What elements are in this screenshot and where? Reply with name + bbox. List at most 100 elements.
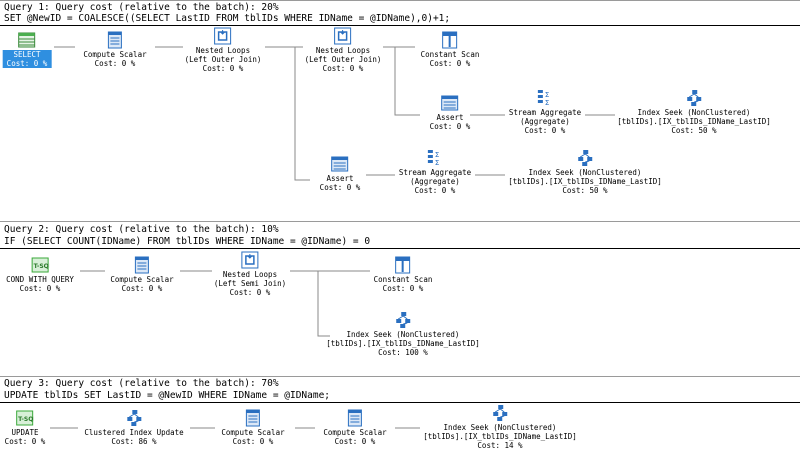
op-subtitle: [tblIDs].[IX_tblIDs_IDName_LastID]: [423, 432, 577, 441]
constant-scan-icon: [394, 256, 412, 274]
op-cost: Cost: 0 %: [229, 288, 271, 297]
op-cost: Cost: 0 %: [232, 437, 274, 446]
op-cost: Cost: 0 %: [6, 59, 48, 68]
op-constant-scan[interactable]: Constant Scan Cost: 0 %: [421, 31, 480, 68]
clustered-index-update-icon: [125, 409, 143, 427]
op-cost: Cost: 0 %: [334, 437, 376, 446]
op-cost: Cost: 0 %: [429, 59, 471, 68]
query-3-sql: UPDATE tblIDs SET LastID = @NewID WHERE …: [4, 390, 331, 401]
op-cost: Cost: 0 %: [94, 59, 136, 68]
op-cond-with-query[interactable]: COND WITH QUERY Cost: 0 %: [6, 256, 74, 293]
query-2-header: Query 2: Query cost (relative to the bat…: [4, 224, 279, 235]
query-1-top-border: [0, 0, 800, 1]
op-label: Assert Cost: 0 %: [320, 174, 361, 192]
select-table-icon: [18, 31, 36, 49]
op-name: Nested Loops: [315, 46, 371, 55]
op-label: Compute Scalar Cost: 0 %: [83, 50, 146, 68]
op-label: Nested Loops (Left Outer Join) Cost: 0 %: [185, 46, 262, 73]
op-label: COND WITH QUERY Cost: 0 %: [6, 275, 74, 293]
tsql-cond-icon: [31, 256, 49, 274]
op-cost: Cost: 0 %: [429, 122, 471, 131]
op-name: Nested Loops: [195, 46, 251, 55]
op-subtitle: (Left Semi Join): [213, 279, 287, 288]
compute-scalar-icon: [244, 409, 262, 427]
compute-scalar-icon: [346, 409, 364, 427]
op-update[interactable]: UPDATE Cost: 0 %: [5, 409, 45, 446]
op-label: Compute Scalar Cost: 0 %: [323, 428, 386, 446]
op-name: Nested Loops: [222, 270, 278, 279]
assert-icon: [441, 94, 459, 112]
stream-aggregate-icon: [536, 89, 554, 107]
op-label: Index Seek (NonClustered) [tblIDs].[IX_t…: [423, 423, 577, 450]
op-index-seek-1[interactable]: Index Seek (NonClustered) [tblIDs].[IX_t…: [617, 89, 771, 135]
op-index-seek-2[interactable]: Index Seek (NonClustered) [tblIDs].[IX_t…: [508, 149, 662, 195]
op-subtitle: (Left Outer Join): [304, 55, 382, 64]
query-2-sql: IF (SELECT COUNT(IDName) FROM tblIDs WHE…: [4, 236, 371, 247]
stream-aggregate-icon: [426, 149, 444, 167]
op-cost: Cost: 0 %: [322, 64, 364, 73]
op-label: Index Seek (NonClustered) [tblIDs].[IX_t…: [326, 330, 480, 357]
op-subtitle: (Aggregate): [410, 177, 460, 186]
op-label: Compute Scalar Cost: 0 %: [110, 275, 173, 293]
op-label: Nested Loops (Left Outer Join) Cost: 0 %: [305, 46, 382, 73]
op-cost: Cost: 0 %: [202, 64, 244, 73]
op-name: Constant Scan: [373, 275, 433, 284]
op-cost: Cost: 100 %: [378, 348, 428, 357]
op-index-seek[interactable]: Index Seek (NonClustered) [tblIDs].[IX_t…: [326, 311, 480, 357]
op-name: Compute Scalar: [323, 428, 387, 437]
op-subtitle: [tblIDs].[IX_tblIDs_IDName_LastID]: [617, 117, 771, 126]
op-compute-scalar[interactable]: Compute Scalar Cost: 0 %: [110, 256, 174, 293]
op-name: Stream Aggregate: [508, 108, 582, 117]
op-cost: Cost: 0 %: [414, 186, 456, 195]
op-compute-scalar-1[interactable]: Compute Scalar Cost: 0 %: [221, 409, 285, 446]
query-1-sql: SET @NewID = COALESCE((SELECT LastID FRO…: [4, 13, 451, 24]
op-nested-loops[interactable]: Nested Loops (Left Semi Join) Cost: 0 %: [214, 251, 286, 297]
op-name: Stream Aggregate: [398, 168, 472, 177]
op-nested-loops-2[interactable]: Nested Loops (Left Outer Join) Cost: 0 %: [305, 27, 382, 73]
op-clustered-index-update[interactable]: Clustered Index Update Cost: 86 %: [84, 409, 184, 446]
op-stream-aggregate-1[interactable]: Stream Aggregate (Aggregate) Cost: 0 %: [509, 89, 581, 135]
op-cost: Cost: 0 %: [19, 284, 61, 293]
assert-icon: [331, 155, 349, 173]
op-index-seek[interactable]: Index Seek (NonClustered) [tblIDs].[IX_t…: [423, 404, 577, 450]
query-3-header: Query 3: Query cost (relative to the bat…: [4, 378, 279, 389]
index-seek-icon: [394, 311, 412, 329]
op-compute-scalar-2[interactable]: Compute Scalar Cost: 0 %: [323, 409, 387, 446]
op-nested-loops-1[interactable]: Nested Loops (Left Outer Join) Cost: 0 %: [185, 27, 262, 73]
compute-scalar-icon: [133, 256, 151, 274]
op-cost: Cost: 50 %: [562, 186, 608, 195]
op-subtitle: (Left Outer Join): [184, 55, 262, 64]
op-name: Assert: [326, 174, 354, 183]
query-2-top-border: [0, 221, 800, 222]
op-assert-2[interactable]: Assert Cost: 0 %: [320, 155, 361, 192]
op-select[interactable]: SELECT Cost: 0 %: [2, 31, 52, 68]
op-assert-1[interactable]: Assert Cost: 0 %: [430, 94, 471, 131]
op-name: Index Seek (NonClustered): [346, 330, 460, 339]
op-name: SELECT: [13, 50, 41, 59]
op-subtitle: (Aggregate): [520, 117, 570, 126]
tsql-update-icon: [16, 409, 34, 427]
op-label: Constant Scan Cost: 0 %: [421, 50, 480, 68]
op-subtitle: [tblIDs].[IX_tblIDs_IDName_LastID]: [326, 339, 480, 348]
op-label: Compute Scalar Cost: 0 %: [221, 428, 284, 446]
query-1-header: Query 1: Query cost (relative to the bat…: [4, 2, 279, 13]
op-constant-scan[interactable]: Constant Scan Cost: 0 %: [373, 256, 433, 293]
index-seek-icon: [491, 404, 509, 422]
op-label: Index Seek (NonClustered) [tblIDs].[IX_t…: [508, 168, 662, 195]
op-name: Compute Scalar: [83, 50, 147, 59]
op-name: COND WITH QUERY: [6, 275, 74, 284]
op-label: Assert Cost: 0 %: [430, 113, 471, 131]
compute-scalar-icon: [106, 31, 124, 49]
op-name: Clustered Index Update: [84, 428, 184, 437]
op-compute-scalar[interactable]: Compute Scalar Cost: 0 %: [83, 31, 147, 68]
op-cost: Cost: 0 %: [121, 284, 163, 293]
op-name: Assert: [436, 113, 464, 122]
index-seek-icon: [576, 149, 594, 167]
op-cost: Cost: 0 %: [382, 284, 424, 293]
op-name: Index Seek (NonClustered): [443, 423, 557, 432]
op-stream-aggregate-2[interactable]: Stream Aggregate (Aggregate) Cost: 0 %: [399, 149, 471, 195]
query-3-separator: [0, 402, 800, 403]
op-label: SELECT Cost: 0 %: [2, 50, 52, 68]
op-label: Nested Loops (Left Semi Join) Cost: 0 %: [214, 270, 286, 297]
op-label: Stream Aggregate (Aggregate) Cost: 0 %: [399, 168, 471, 195]
